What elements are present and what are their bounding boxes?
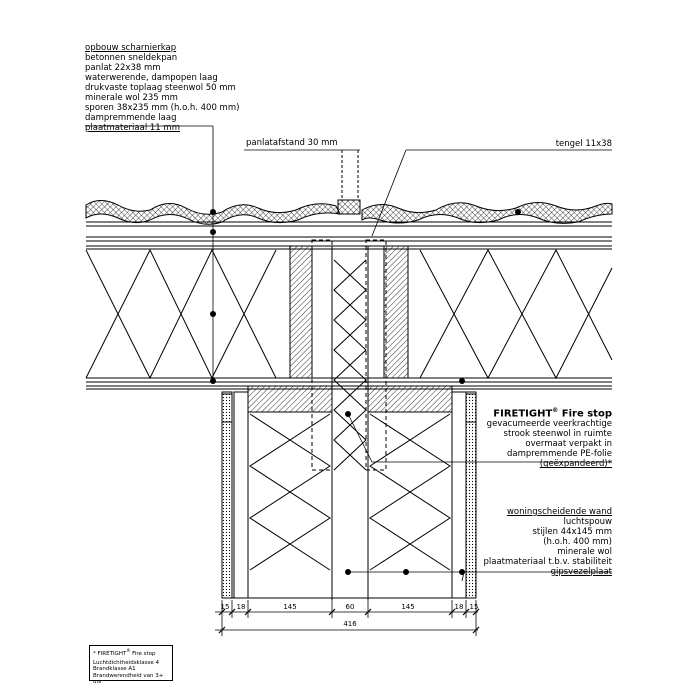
wall (221, 391, 477, 599)
dim-label: 15 (220, 603, 230, 611)
dim-label: 145 (283, 603, 297, 611)
fire-stop-line: overmaat verpakt in (525, 439, 612, 450)
roof-layer-line: plaatmateriaal 11 mm (85, 123, 180, 133)
fire-stop-line: strook steenwol in ruimte (503, 429, 612, 440)
wall-line: luchtspouw (563, 517, 612, 527)
fire-stop-line: dampremmende PE-folie (506, 449, 612, 460)
fire-stop-line: (geëxpandeerd)* (539, 459, 612, 470)
fire-stop-strip (311, 150, 387, 600)
roof-buildup-heading: opbouw scharnierkap (85, 43, 177, 53)
roof-layer-line: panlat 22x38 mm (85, 63, 161, 73)
counter-batten-label: tengel 11x38 (555, 139, 612, 149)
batten-spacing-label: panlatafstand 30 mm (246, 138, 338, 148)
fire-stop-line: gevacumeerde veerkrachtige (486, 419, 612, 430)
leader-lines (85, 125, 612, 582)
wall-line: gipsvezelplaat (550, 567, 612, 577)
dim-label: 18 (454, 603, 464, 611)
dim-total-label: 416 (343, 620, 357, 628)
roof-layer-line: betonnen sneldekpan (85, 53, 178, 63)
roof-layer-line: waterwerende, dampopen laag (85, 73, 218, 83)
dim-label: 18 (236, 603, 246, 611)
dimension-lines (215, 600, 480, 636)
wall-line: stijlen 44x145 mm (532, 527, 613, 537)
dim-label: 60 (345, 603, 355, 611)
rafter-zone (85, 248, 613, 390)
roof-layer-line: minerale wol 235 mm (85, 93, 178, 103)
fire-stop-title: FIRETIGHT® Fire stop (493, 407, 612, 420)
wall-line: minerale wol (557, 547, 612, 557)
footnote-line: Luchtdichtheidsklasse 4 (93, 660, 160, 667)
wall-line: plaatmateriaal t.b.v. stabiliteit (483, 557, 612, 567)
wall-block: woningscheidende wand luchtspouw stijlen… (483, 507, 612, 577)
footnote-line: Brandklasse A1 (93, 666, 136, 673)
wall-heading: woningscheidende wand (506, 507, 612, 517)
footnote-title: * FIRETIGHT® Fire stop (93, 648, 156, 657)
fire-stop-block: FIRETIGHT® Fire stop gevacumeerde veerkr… (487, 406, 612, 469)
footnote-line: Brandwerendheid van 3+ uur (93, 672, 164, 686)
dim-label: 15 (469, 603, 479, 611)
dim-label: 145 (401, 603, 415, 611)
roof-layer-line: sporen 38x235 mm (h.o.h. 400 mm) (85, 103, 240, 113)
footnote-box: * FIRETIGHT® Fire stop Luchtdichtheidskl… (89, 645, 173, 685)
roof-layer-line: drukvaste toplaag steenwol 50 mm (85, 83, 236, 93)
roof-tiles (85, 199, 613, 225)
wall-line: (h.o.h. 400 mm) (543, 537, 612, 547)
roof-buildup-block: opbouw scharnierkap betonnen sneldekpan … (85, 43, 239, 133)
roof-layer-line: dampremmende laag (85, 113, 177, 123)
roof-layers (86, 221, 612, 250)
